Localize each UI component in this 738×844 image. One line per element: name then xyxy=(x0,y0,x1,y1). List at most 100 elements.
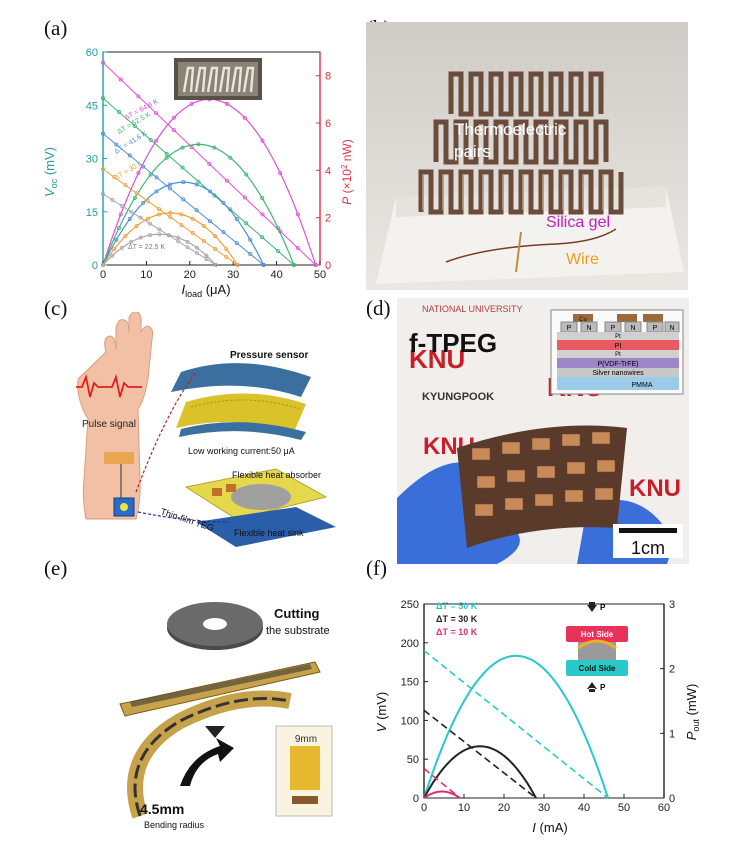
series-point xyxy=(195,251,200,256)
photo-b-label-thermo: Thermoelectric xyxy=(454,120,567,139)
y-tick-label: 0 xyxy=(413,793,419,805)
series-power-curve xyxy=(102,143,295,266)
series-point xyxy=(101,131,106,136)
series-voltage-line xyxy=(102,133,264,266)
series-point xyxy=(171,115,176,120)
series-point xyxy=(101,60,106,65)
series-point xyxy=(110,253,115,258)
y2-tick-label: 0 xyxy=(325,260,331,272)
series-point xyxy=(181,180,186,185)
series-point xyxy=(166,233,171,238)
series-point xyxy=(295,212,300,217)
x-tick-label: 30 xyxy=(227,269,239,281)
chart-a-inset-photo xyxy=(174,58,262,100)
y2-tick-label: 8 xyxy=(325,71,331,83)
chart-f-ylabel: V (mV) xyxy=(374,692,389,732)
chart-f-legend-item: ΔT = 30 K xyxy=(436,614,478,624)
series-point xyxy=(154,111,159,116)
series-point xyxy=(168,215,173,220)
svg-text:Silver nanowires: Silver nanowires xyxy=(592,370,644,377)
x-tick-label: 60 xyxy=(658,802,670,814)
x-tick-label: 30 xyxy=(538,802,550,814)
series-voltage-line xyxy=(102,193,217,266)
x-tick-label: 0 xyxy=(100,269,106,281)
chart-f-inset: P Hot Side Cold Side P xyxy=(566,602,628,692)
svg-text:P: P xyxy=(653,325,658,332)
y-tick-label: 50 xyxy=(407,754,419,766)
scale-bar-label: 1cm xyxy=(631,538,665,558)
photo-b-thermoelectric-device: Thermoelectric pairs Silica gel Wire xyxy=(366,22,688,290)
series-point xyxy=(134,191,139,196)
x-tick-label: 20 xyxy=(498,802,510,814)
series-point xyxy=(134,223,139,228)
panel-label-c: (c) xyxy=(44,296,68,320)
pressure-sensor-label: Pressure sensor xyxy=(230,350,308,361)
series-voltage-line xyxy=(102,97,295,266)
series-point xyxy=(204,253,209,258)
series-point xyxy=(181,197,186,202)
svg-text:P: P xyxy=(600,683,606,692)
series-point xyxy=(212,145,217,150)
series-point xyxy=(119,245,124,250)
x-tick-label: 40 xyxy=(578,802,590,814)
chart-a-xlabel: Iload (μA) xyxy=(181,282,230,299)
scale-bar xyxy=(619,528,677,533)
series-point xyxy=(101,96,106,101)
series-point xyxy=(101,167,106,172)
y2-tick-label: 0 xyxy=(669,793,675,805)
chart-a-ylabel: Voc (mV) xyxy=(42,147,59,197)
y-tick-label: 15 xyxy=(86,207,98,219)
series-point xyxy=(132,123,137,128)
series-point xyxy=(201,239,206,244)
series-point xyxy=(123,183,128,188)
series-point xyxy=(136,170,141,175)
svg-text:9mm: 9mm xyxy=(295,734,317,745)
series-point xyxy=(136,94,141,99)
series-point xyxy=(127,216,132,221)
series-point xyxy=(119,203,124,208)
series-point xyxy=(167,186,172,191)
series-point xyxy=(114,142,119,147)
series-point xyxy=(185,245,190,250)
svg-text:PI: PI xyxy=(615,343,622,350)
series-point xyxy=(154,175,159,180)
chart-a-y2label: P (×102 nW) xyxy=(340,139,354,205)
series-point xyxy=(148,221,153,226)
y-tick-label: 250 xyxy=(401,599,419,611)
photo-b-label-pairs: pairs xyxy=(454,142,491,161)
bg-text: KYUNGPOOK xyxy=(422,391,494,403)
series-point xyxy=(118,77,123,82)
series-point xyxy=(164,155,169,160)
series-point xyxy=(225,178,230,183)
bg-text: NATIONAL UNIVERSITY xyxy=(422,304,523,314)
series-point xyxy=(176,235,181,240)
series-point xyxy=(167,182,172,187)
series-point xyxy=(138,235,143,240)
series-point xyxy=(221,230,226,235)
chart-f-xlabel: I (mA) xyxy=(532,820,567,835)
series-point xyxy=(179,223,184,228)
series-power-curve xyxy=(423,745,537,799)
y2-tick-label: 3 xyxy=(669,599,675,611)
pulse-signal-label: Pulse signal xyxy=(82,419,136,430)
y2-tick-label: 2 xyxy=(669,664,675,676)
figure-c-wearable-schematic: Pulse signal Pressure sensor Low working… xyxy=(76,312,336,547)
y-tick-label: 45 xyxy=(86,100,98,112)
series-point xyxy=(190,216,195,221)
series-point xyxy=(157,207,162,212)
series-point xyxy=(194,182,199,187)
series-point xyxy=(171,128,176,133)
series-point xyxy=(180,145,185,150)
y2-tick-label: 1 xyxy=(669,728,675,740)
series-point xyxy=(276,249,281,254)
svg-text:Cu: Cu xyxy=(579,317,587,323)
svg-text:N: N xyxy=(586,325,591,332)
series-point xyxy=(278,170,283,175)
heat-absorber-label: Flexible heat absorber xyxy=(232,470,321,480)
teg-label: Thin-film TEG xyxy=(159,506,215,533)
chart-a-annotation: ΔT = 22.5 K xyxy=(128,244,165,251)
